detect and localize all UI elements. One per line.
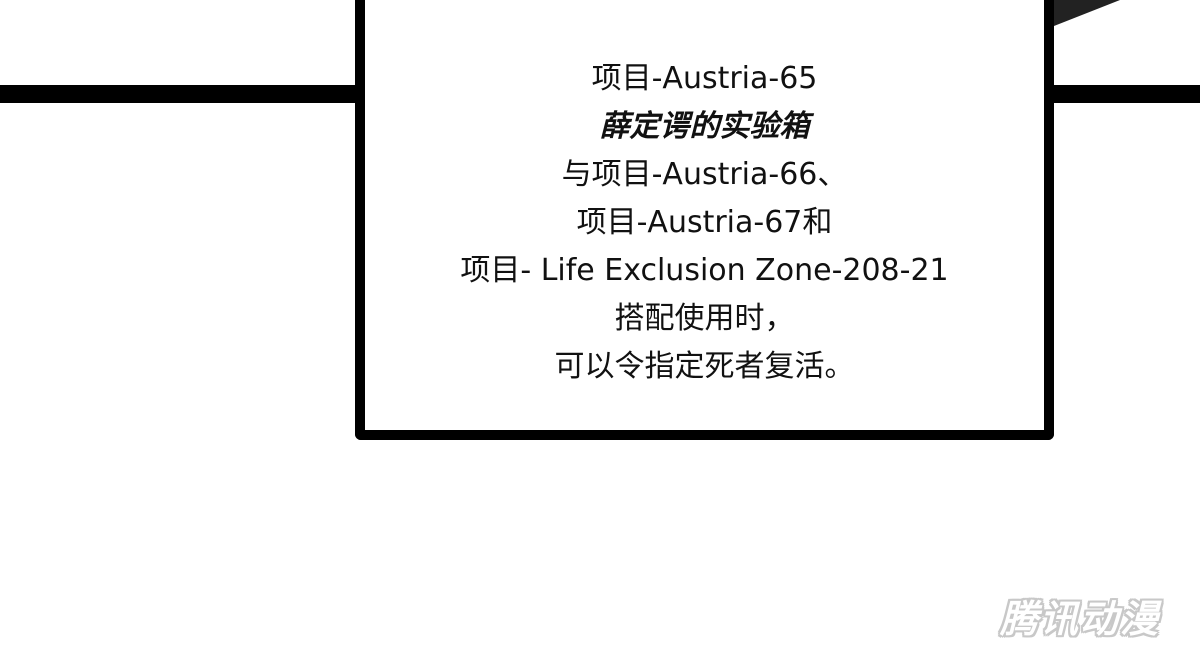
caption-line-2-title: 薛定谔的实验箱 <box>599 109 810 144</box>
caption-line-5: 项目- Life Exclusion Zone-208-21 <box>460 253 949 288</box>
corner-shape <box>1040 0 1120 26</box>
caption-line-3: 与项目-Austria-66、 <box>561 157 848 192</box>
caption-line-1: 项目-Austria-65 <box>591 61 818 96</box>
watermark-logo: 腾讯动漫 <box>1000 588 1188 644</box>
caption-panel: 项目-Austria-65 薛定谔的实验箱 与项目-Austria-66、 项目… <box>355 0 1054 440</box>
frame-bar-left <box>0 85 362 103</box>
caption-line-7: 可以令指定死者复活。 <box>554 349 855 384</box>
frame-bar-right <box>1046 85 1200 103</box>
caption-line-6: 搭配使用时， <box>614 301 795 336</box>
caption-text: 项目-Austria-65 薛定谔的实验箱 与项目-Austria-66、 项目… <box>365 55 1044 391</box>
watermark-text: 腾讯动漫 <box>1000 597 1161 641</box>
caption-line-4: 项目-Austria-67和 <box>576 205 833 240</box>
